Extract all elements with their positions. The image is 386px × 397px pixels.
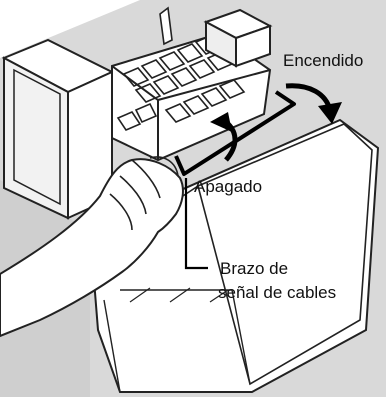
label-off: Apagado [194, 177, 263, 196]
label-on: Encendido [283, 51, 364, 70]
off-arrowhead [210, 112, 232, 132]
ice-maker-housing [1, 38, 115, 220]
ice-maker-mount [159, 6, 273, 68]
label-arm-line1: Brazo de [220, 259, 289, 278]
signal-arm-wire [174, 90, 296, 176]
ice-bin [88, 118, 380, 393]
on-arrowhead [318, 102, 342, 124]
arm-leader-line [184, 178, 208, 270]
label-arm-line2: señal de cables [218, 283, 337, 302]
hand-illustration [0, 156, 184, 338]
